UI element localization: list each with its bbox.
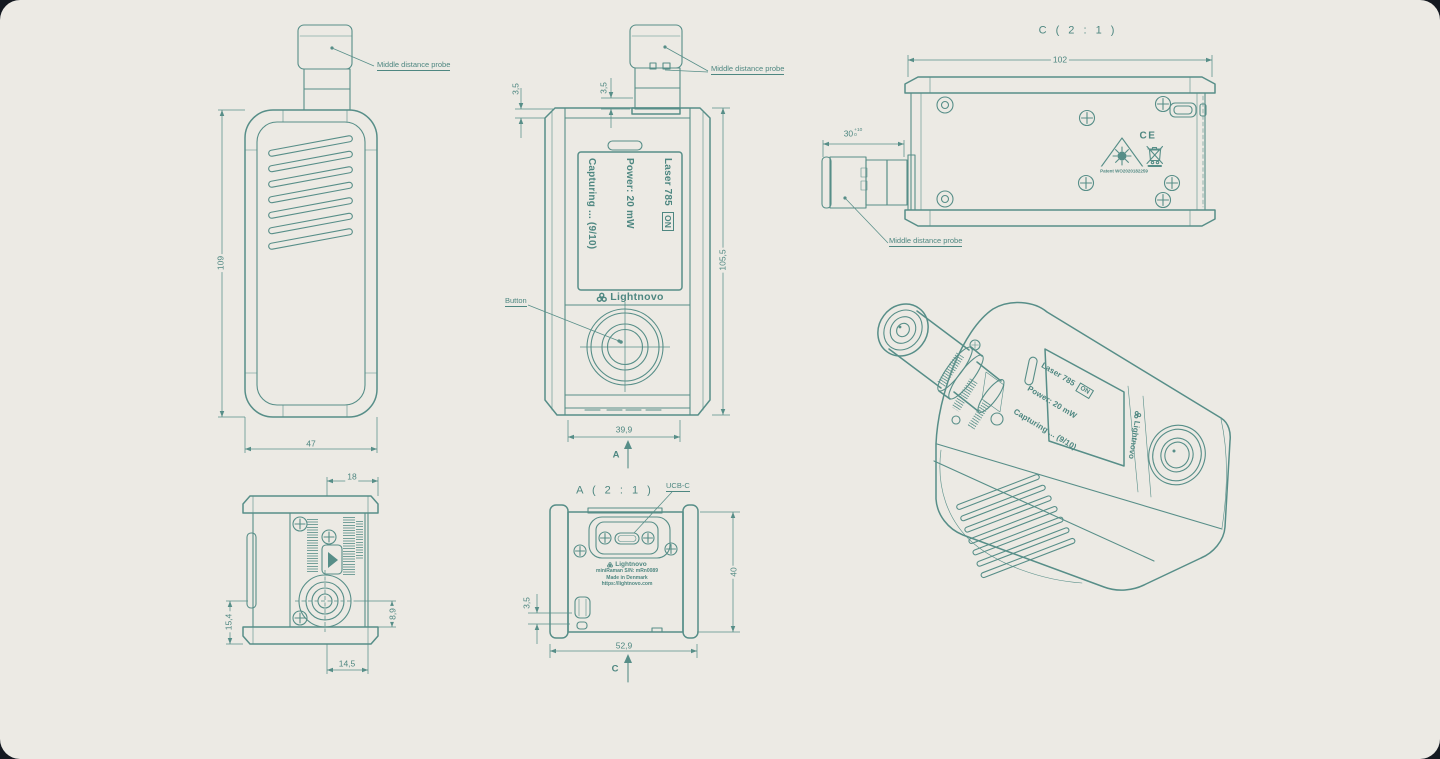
dim-top-view-right: 8,9 bbox=[387, 606, 398, 622]
screen-line-power: Power: 20 mW bbox=[624, 158, 635, 229]
dim-device-length: 102 bbox=[1050, 54, 1070, 65]
dim-front-height: 109 bbox=[215, 253, 226, 273]
dim-front-width: 47 bbox=[304, 438, 318, 449]
label-serial-line: miniRaman S/N: mRn0089 bbox=[596, 568, 658, 574]
dim-top-view-left: 15,4 bbox=[223, 611, 234, 633]
brand-name: Lightnovo bbox=[610, 291, 664, 303]
dim-screen-view-height: 105,5 bbox=[717, 247, 728, 273]
dim-detail-a-width: 52,9 bbox=[613, 640, 635, 651]
detail-c-linework bbox=[821, 55, 1216, 244]
probe-label-screen-view: Middle distance probe bbox=[711, 64, 785, 75]
label-url-line: https://lightnovo.com bbox=[601, 581, 653, 587]
probe-label-detail-c: Middle distance probe bbox=[889, 236, 963, 247]
dim-detail-a-height: 40 bbox=[728, 565, 739, 579]
device-screen: Laser 785 ON Power: 20 mW Capturing ... … bbox=[578, 152, 682, 290]
label-brand-line: Lightnovo bbox=[596, 561, 658, 568]
screen-on-badge: ON bbox=[662, 211, 674, 232]
fine-print-hatch bbox=[356, 521, 363, 560]
device-label-text: Lightnovo miniRaman S/N: mRn0089 Made in… bbox=[596, 561, 658, 588]
lightnovo-logo-icon bbox=[1134, 411, 1142, 419]
probe-label-front: Middle distance probe bbox=[377, 60, 451, 71]
fine-print-hatch bbox=[307, 519, 318, 573]
dim-top-view-top: 18 bbox=[345, 471, 359, 482]
dim-top-view-bottom: 14,5 bbox=[336, 658, 358, 669]
isometric-view-linework bbox=[877, 301, 1231, 591]
patent-text: Patent WO2020182259 bbox=[1100, 166, 1148, 176]
usb-c-label: UCB-C bbox=[666, 481, 690, 492]
brand-lockup: Lightnovo bbox=[596, 291, 663, 303]
dim-detail-a-foot: 3,5 bbox=[521, 595, 532, 611]
fine-print-hatch bbox=[343, 517, 355, 575]
ce-mark: CE bbox=[1139, 130, 1157, 142]
dim-gap-probe: 3,5 bbox=[598, 80, 609, 96]
dim-gap-left: 3,5 bbox=[510, 81, 521, 97]
section-arrow-c-label: C bbox=[611, 663, 619, 675]
detail-a-title: A ( 2 : 1 ) bbox=[576, 484, 654, 497]
front-view-linework bbox=[218, 24, 378, 453]
iso-brand-lockup: Lightnovo bbox=[1127, 410, 1144, 460]
section-arrow-a-label: A bbox=[612, 449, 620, 461]
top-view-linework bbox=[226, 477, 396, 674]
label-made-line: Made in Denmark bbox=[606, 574, 648, 581]
detail-c-title: C ( 2 : 1 ) bbox=[1038, 24, 1118, 37]
lightnovo-logo-icon bbox=[607, 561, 614, 567]
screen-line-capturing: Capturing ... (9/10) bbox=[586, 158, 597, 250]
button-label: Button bbox=[505, 296, 527, 307]
screen-line-laser: Laser 785 ON bbox=[662, 158, 674, 284]
lightnovo-logo-icon bbox=[596, 292, 607, 302]
dim-screen-view-width: 39,9 bbox=[613, 424, 635, 435]
detail-a-linework bbox=[528, 491, 740, 683]
screen-view-linework bbox=[515, 24, 730, 469]
